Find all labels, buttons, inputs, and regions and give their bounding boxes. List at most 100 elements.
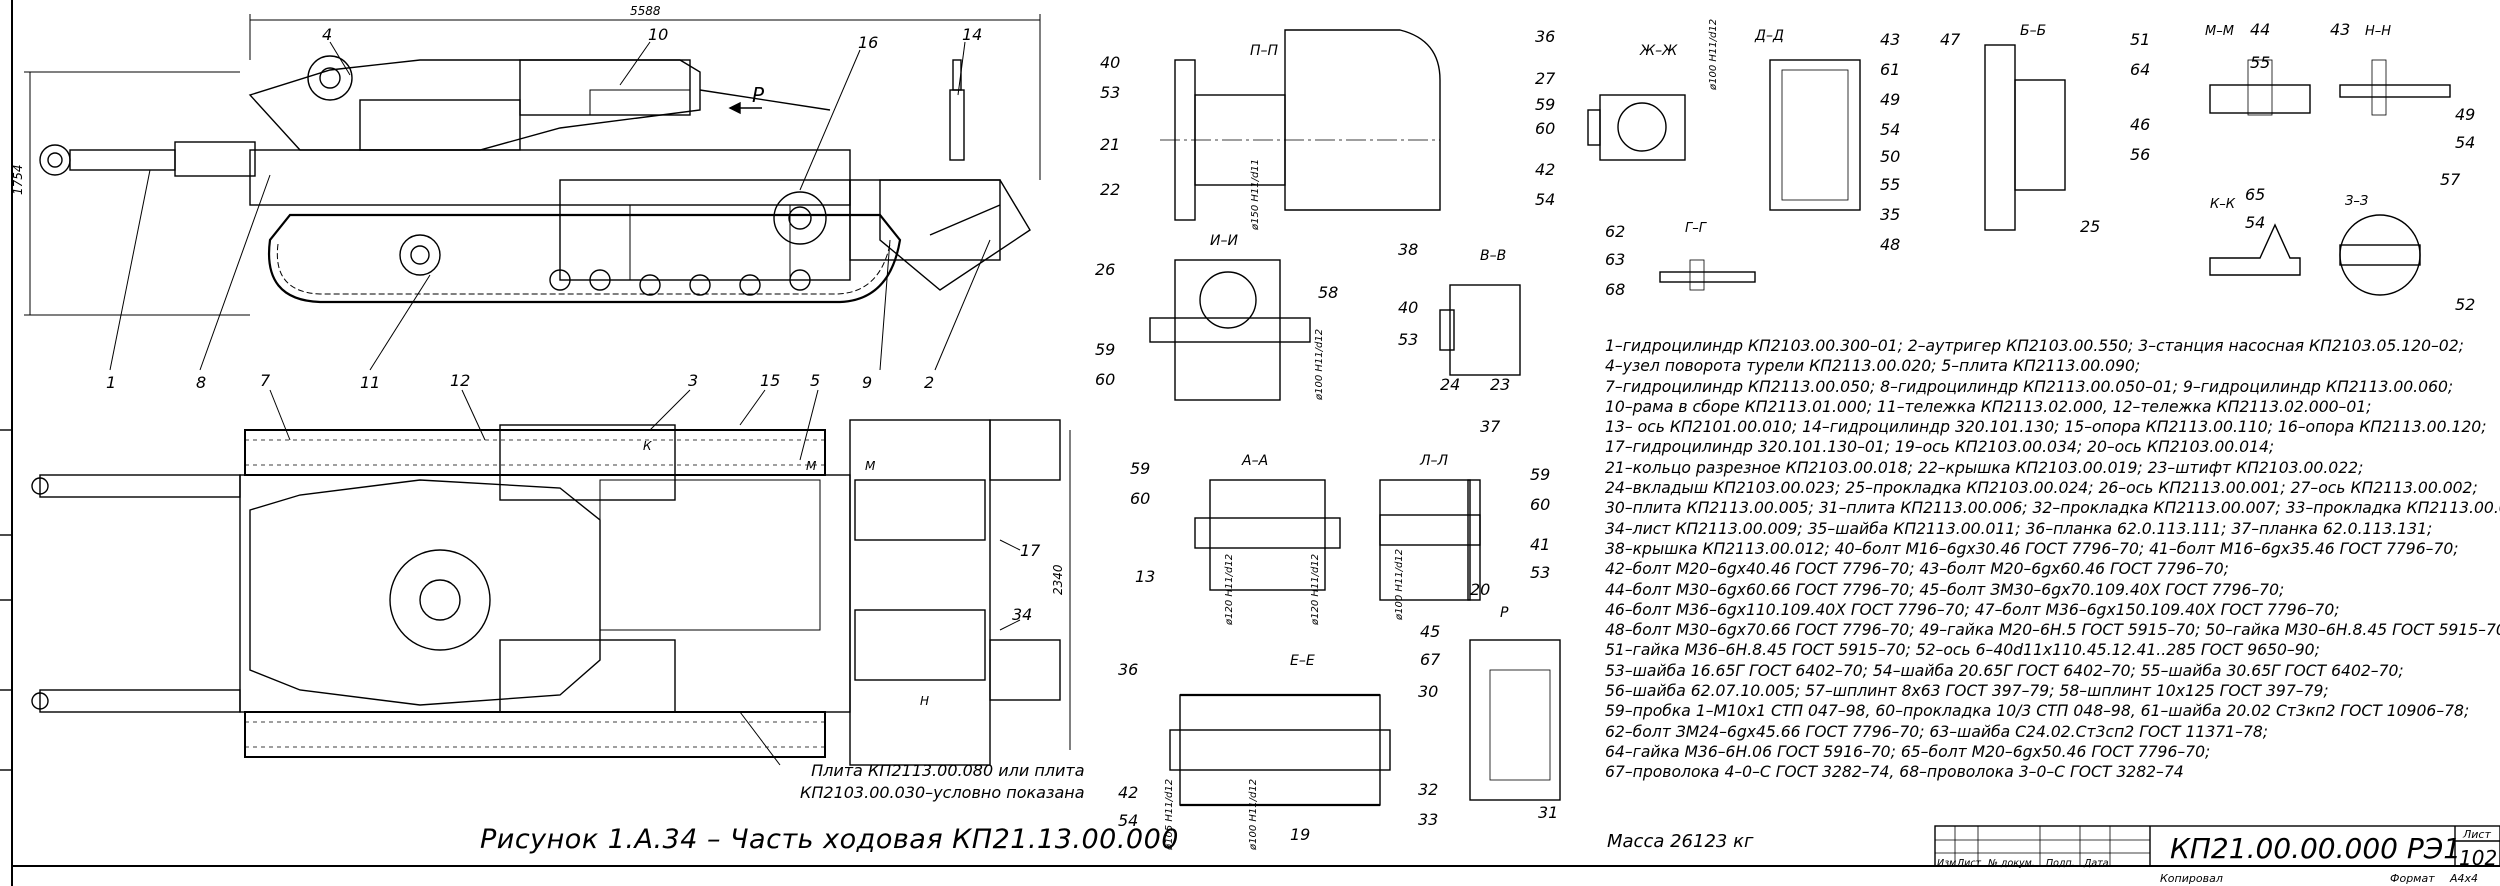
section-bb-title: Б–Б	[2020, 23, 2046, 39]
title-block	[1934, 825, 2500, 867]
callout-10: 10	[648, 25, 668, 44]
p-label-30: 30	[1418, 682, 1438, 701]
dd-label-49: 49	[1880, 90, 1900, 109]
zz-label-27: 27	[1535, 69, 1556, 88]
zz-dim: ø100 H11/d12	[1708, 19, 1719, 91]
mm-label-44: 44	[2250, 20, 2270, 39]
ee-dim2: ø100 H11/d12	[1248, 779, 1259, 851]
top-callout-17: 17	[1020, 541, 1041, 560]
ll-label-53: 53	[1530, 563, 1550, 582]
dim-length: 5588	[630, 4, 661, 18]
ee-dim: ø105 H11/d12	[1164, 779, 1175, 851]
mm-label-55: 55	[2250, 53, 2270, 72]
bb-label-51: 51	[2130, 30, 2150, 49]
ee-label-42: 42	[1118, 783, 1138, 802]
dim-width: 2340	[1051, 564, 1065, 595]
callout-9: 9	[862, 373, 872, 392]
legend-line: 10–рама в сборе КП2113.01.000; 11–тележк…	[1605, 397, 2372, 416]
ll-label-37: 37	[1480, 417, 1501, 436]
p-label-31: 31	[1538, 803, 1558, 822]
nn-label-49: 49	[2455, 105, 2475, 124]
dd-label-48: 48	[1880, 235, 1900, 254]
aa-dim: ø120 H11/d12	[1224, 554, 1235, 626]
legend-line: 42–болт М20–6gх40.46 ГОСТ 7796–70; 43–бо…	[1605, 560, 2229, 579]
section-nn-title: Н–Н	[2365, 24, 2391, 39]
format-value: А4х4	[2450, 872, 2479, 885]
legend-line: 64–гайка М36–6Н.06 ГОСТ 5916–70; 65–болт…	[1605, 742, 2211, 761]
gg-label-62: 62	[1605, 222, 1625, 241]
ii-dim: ø100 H11/d12	[1314, 329, 1325, 401]
legend-line: 21–кольцо разрезное КП2103.00.018; 22–кр…	[1605, 458, 2364, 477]
gg-label-68: 68	[1605, 280, 1625, 299]
callout-14: 14	[962, 25, 982, 44]
section-ll-title: Л–Л	[1419, 453, 1449, 469]
zz-label-42: 42	[1535, 160, 1555, 179]
pp-label-53: 53	[1100, 83, 1120, 102]
top-callout-5: 5	[810, 371, 820, 390]
side-view: 5588 1754 P 4 10	[11, 4, 1041, 392]
legend-line: 34–лист КП2113.00.009; 35–шайба КП2113.0…	[1605, 519, 2433, 538]
section-gg: Г–Г 62 63 68	[1605, 221, 1756, 299]
callout-1: 1	[106, 373, 116, 392]
nn-label-54: 54	[2455, 133, 2475, 152]
ii-label-58: 58	[1318, 283, 1338, 302]
copied-by: Копировал	[2160, 872, 2223, 885]
bb-label-25: 25	[2080, 217, 2100, 236]
plate-note: Плита КП2113.00.080 или плита КП2103.00.…	[800, 760, 1085, 804]
section-ee: Е–Е 36 42 54 19 ø105 H11/d12 ø100 H11/d1…	[1118, 653, 1391, 851]
z3-label-57: 57	[2440, 170, 2461, 189]
dd-label-55: 55	[1880, 175, 1900, 194]
ii-label-26: 26	[1095, 260, 1115, 279]
parts-legend: 1–гидроцилиндр КП2103.00.300–01; 2–аутри…	[1605, 336, 2500, 783]
section-dd: Д–Д 43 61 49 54 50 55 35 48	[1754, 28, 1900, 254]
legend-line: 62–болт ЗМ24–6gх45.66 ГОСТ 7796–70; 63–ш…	[1605, 722, 2268, 741]
section-mark-m2: М	[865, 459, 876, 473]
legend-line: 56–шайба 62.07.10.005; 57–шплинт 8х63 ГО…	[1605, 682, 2329, 701]
format-label: Формат	[2390, 872, 2435, 885]
section-zz: Ж–Ж 36 27 59 60 42 54 ø100 H11/d12	[1535, 19, 1719, 209]
callout-16: 16	[858, 33, 878, 52]
section-p: Р 45 67 30 32 33 31	[1418, 605, 1561, 829]
callout-4: 4	[322, 25, 332, 44]
section-pp-title: П–П	[1250, 43, 1279, 59]
aa-label-59: 59	[1130, 459, 1150, 478]
legend-line: 1–гидроцилиндр КП2103.00.300–01; 2–аутри…	[1605, 337, 2464, 355]
ee-label-19: 19	[1290, 825, 1310, 844]
zz-label-36: 36	[1535, 27, 1555, 46]
section-mark-h1: Н	[920, 694, 929, 708]
dd-label-35: 35	[1880, 205, 1900, 224]
vv-label-38: 38	[1398, 240, 1418, 259]
section-vv-title: В–В	[1480, 248, 1506, 264]
ii-label-59: 59	[1095, 340, 1115, 359]
section-kk-title: К–К	[2210, 197, 2236, 212]
legend-line: 51–гайка М36–6Н.8.45 ГОСТ 5915–70; 52–ос…	[1605, 641, 2320, 660]
vv-label-53: 53	[1398, 330, 1418, 349]
legend-line: 38–крышка КП2113.00.012; 40–болт М16–6gх…	[1605, 539, 2459, 558]
p-label-45: 45	[1420, 622, 1440, 641]
top-callout-7: 7	[260, 371, 271, 390]
pp-dim: ø150 H11/d11	[1250, 159, 1261, 231]
kk-label-65: 65	[2245, 185, 2265, 204]
z3-label-52: 52	[2455, 295, 2475, 314]
section-bb: Б–Б 47 51 64 46 56 25	[1940, 23, 2150, 236]
section-mm: М–М 44 55	[2205, 20, 2311, 116]
pp-label-40: 40	[1100, 53, 1120, 72]
dd-label-61: 61	[1880, 60, 1900, 79]
p-label-33: 33	[1418, 810, 1438, 829]
section-gg-title: Г–Г	[1685, 221, 1708, 236]
bb-label-46: 46	[2130, 115, 2150, 134]
callout-12: 12	[450, 371, 470, 390]
mass-note: Масса 26123 кг	[1607, 831, 1754, 852]
vv-label-24: 24	[1440, 375, 1460, 394]
section-mark-k1: К	[643, 439, 652, 453]
section-ll: Л–Л 37 59 60 20 41 53 ø100 H11/d12	[1379, 417, 1550, 621]
legend-line: 4–узел поворота турели КП2113.00.020; 5–…	[1605, 357, 2141, 376]
ii-label-60: 60	[1095, 370, 1115, 389]
top-view: 2340 7 12 3 15 5 17 34 М М К Н	[31, 371, 1071, 766]
p-label-67: 67	[1420, 650, 1441, 669]
top-callout-3: 3	[688, 371, 698, 390]
tb-col-date: Дата	[2084, 858, 2109, 869]
zz-label-59: 59	[1535, 95, 1555, 114]
